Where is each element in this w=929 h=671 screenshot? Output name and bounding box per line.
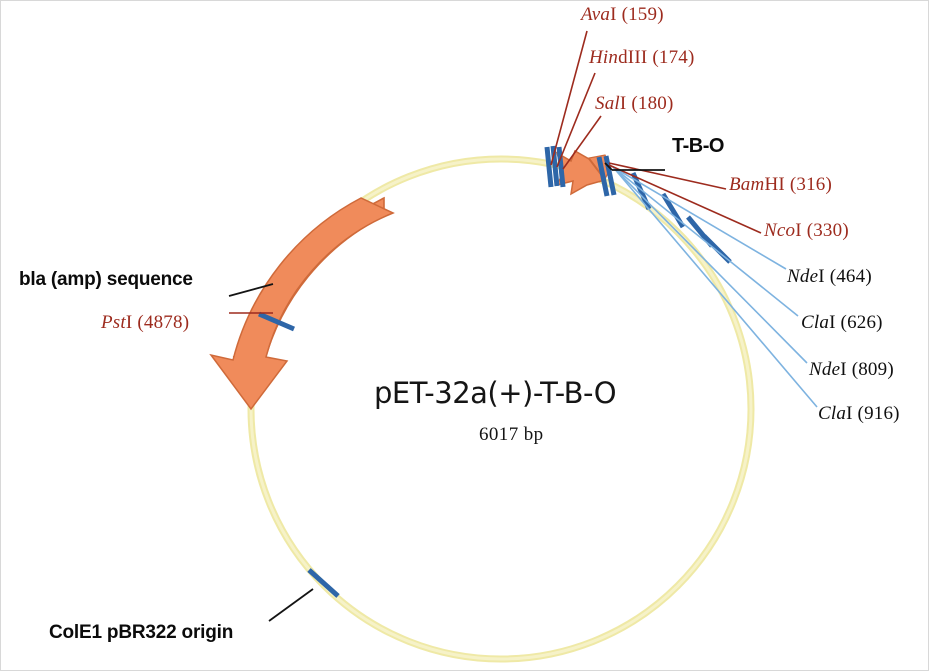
leader-avaI (550, 30, 588, 166)
label-ndeI-809-position: I (809) (840, 359, 894, 380)
tick-ndeI-464 (630, 171, 652, 211)
tick-pstI-4878 (258, 311, 295, 332)
label-claI-626-position: I (626) (829, 312, 883, 333)
label-salI-position: I (180) (619, 93, 674, 114)
tick-ncoI (603, 155, 617, 196)
leader-claI-916 (612, 166, 818, 408)
label-ndeI-809: NdeI (809) (809, 359, 894, 381)
leader-salI (562, 115, 602, 170)
label-salI: SalI (180) (595, 93, 674, 115)
label-ncoI: NcoI (330) (764, 220, 849, 242)
leader-claI-626 (612, 166, 799, 317)
label-bamHI-position: HI (316) (764, 174, 832, 195)
label-claI-626-enzyme: Cla (801, 312, 830, 333)
leader-tbo-lead (604, 162, 613, 171)
tick-salI (556, 146, 566, 188)
label-hindIII-enzyme: Hin (589, 47, 619, 68)
label-bamHI: BamHI (316) (729, 174, 832, 196)
label-pstI-4878-enzyme: Pst (101, 312, 126, 333)
label-ncoI-enzyme: Nco (764, 220, 796, 241)
label-claI-916-enzyme: Cla (818, 403, 847, 424)
label-bla-amp-sequence: bla (amp) sequence (19, 269, 193, 290)
leader-bamHI (608, 162, 727, 190)
leader-ncoI (608, 164, 762, 234)
label-pstI-4878: PstI (4878) (101, 312, 189, 334)
leader-hindIII (556, 72, 596, 168)
label-ndeI-464-position: I (464) (818, 266, 872, 287)
label-tbo-feature: T-B-O (672, 135, 724, 157)
tick-avaI (544, 146, 554, 188)
bla-amp-feature-arrow (209, 196, 395, 411)
leader-lines-red (229, 30, 762, 314)
plasmid-name-text: pET-32a(+)-T-B-O (374, 376, 617, 410)
leader-lines-blue (612, 166, 818, 408)
tick-colE1-origin (307, 568, 340, 598)
leader-ndeI-809 (612, 166, 808, 364)
label-avaI-enzyme: Ava (581, 4, 611, 25)
label-ncoI-position: I (330) (795, 220, 849, 241)
label-pstI-4878-position: I (4878) (125, 312, 190, 333)
label-claI-916-position: I (916) (846, 403, 900, 424)
leader-origin (268, 588, 314, 622)
label-bamHI-enzyme: Bam (729, 174, 765, 195)
leader-lines-black (228, 162, 665, 622)
label-ndeI-809-enzyme: Nde (809, 359, 841, 380)
plasmid-size-text: 6017 bp (479, 424, 544, 445)
label-salI-enzyme: Sal (595, 93, 620, 114)
leader-bla (228, 283, 274, 297)
label-hindIII: HindIII (174) (589, 47, 695, 69)
label-colE1-pBR322-origin: ColE1 pBR322 origin (49, 622, 234, 643)
label-hindIII-position: dIII (174) (618, 47, 695, 68)
label-claI-626: ClaI (626) (801, 312, 883, 334)
tick-bamHI (596, 156, 610, 197)
label-avaI: AvaI (159) (581, 4, 664, 26)
leader-ndeI-464 (612, 166, 787, 270)
label-avaI-position: I (159) (610, 4, 664, 25)
label-ndeI-464-enzyme: Nde (787, 266, 819, 287)
label-claI-916: ClaI (916) (818, 403, 900, 425)
label-ndeI-464: NdeI (464) (787, 266, 872, 288)
